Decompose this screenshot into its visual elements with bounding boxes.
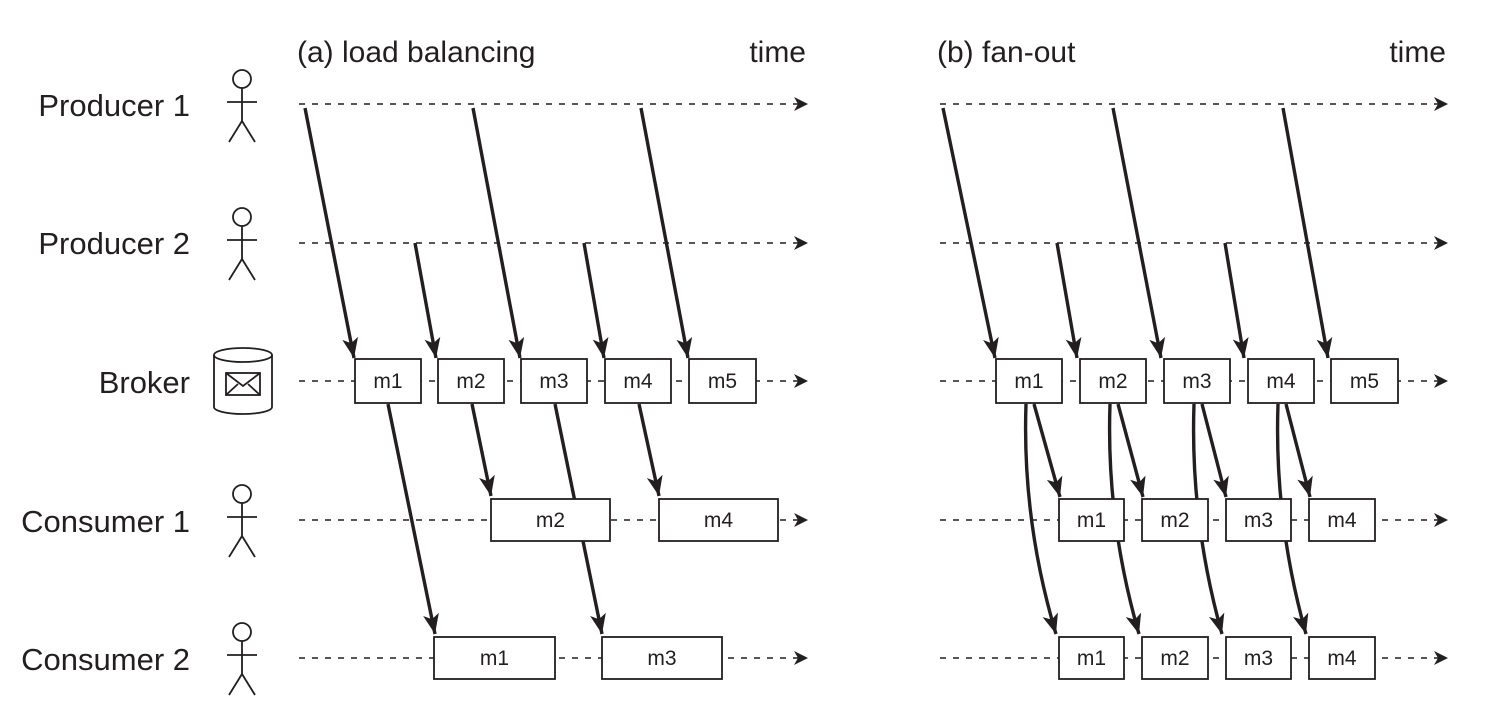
- time-label: time: [1389, 36, 1446, 69]
- row-label-broker: Broker: [99, 365, 190, 400]
- delivery-arrow: [1281, 107, 1333, 359]
- panel-title-load-balancing: (a) load balancing: [297, 36, 536, 69]
- timeline-arrowhead: [1434, 651, 1448, 665]
- message-label: m4: [1327, 509, 1356, 532]
- message-box: [1308, 636, 1376, 680]
- message-store-icon: [213, 347, 273, 415]
- delivery-arrow: [1032, 403, 1063, 498]
- message-box: [995, 358, 1063, 404]
- row-label-producer1: Producer 1: [38, 88, 190, 123]
- message-label: m5: [1350, 370, 1379, 393]
- message-box: [437, 358, 505, 404]
- message-box: [1247, 358, 1315, 404]
- message-label: m1: [1077, 647, 1106, 670]
- delivery-arrow: [1055, 242, 1082, 359]
- message-box: [1141, 498, 1209, 542]
- message-label: m4: [704, 509, 733, 532]
- message-box: [354, 358, 422, 404]
- delivery-arrow: [1116, 403, 1146, 498]
- delivery-arrow: [582, 242, 609, 359]
- person-icon: [227, 622, 257, 696]
- message-box: [1225, 636, 1292, 680]
- delivery-arrow: [1223, 242, 1249, 359]
- panel-title-fan-out: (b) fan-out: [937, 36, 1076, 69]
- message-label: m2: [456, 370, 485, 393]
- message-box: [490, 498, 611, 542]
- message-box: [1141, 636, 1209, 680]
- message-label: m1: [1077, 509, 1106, 532]
- message-label: m1: [373, 370, 402, 393]
- delivery-arrow: [1284, 403, 1313, 498]
- message-label: m2: [1098, 370, 1127, 393]
- delivery-arrow: [303, 107, 359, 359]
- person-icon: [227, 207, 257, 281]
- message-label: m1: [1014, 370, 1043, 393]
- timeline-arrowhead: [794, 97, 808, 111]
- timeline-arrowhead: [1434, 513, 1448, 527]
- message-label: m4: [1266, 370, 1295, 393]
- row-label-producer2: Producer 2: [38, 226, 190, 261]
- message-box: [1058, 498, 1125, 542]
- message-box: [520, 358, 588, 404]
- message-box: [1058, 636, 1125, 680]
- row-label-consumer2: Consumer 2: [21, 642, 190, 677]
- timeline-arrowhead: [1434, 236, 1448, 250]
- delivery-arrow: [413, 242, 441, 359]
- delivery-arrow: [639, 107, 693, 359]
- message-box: [601, 636, 723, 680]
- message-box: [1163, 358, 1231, 404]
- timeline-arrowhead: [794, 513, 808, 527]
- message-label: m2: [1160, 509, 1189, 532]
- message-box: [1079, 358, 1147, 404]
- delivery-arrow: [941, 107, 999, 359]
- message-box: [1225, 498, 1292, 542]
- delivery-arrow: [1111, 107, 1166, 359]
- person-icon: [227, 69, 257, 143]
- row-label-consumer1: Consumer 1: [21, 504, 190, 539]
- message-label: m4: [623, 370, 652, 393]
- delivery-arrow: [386, 403, 439, 635]
- message-label: m2: [536, 509, 565, 532]
- delivery-arrow: [1023, 403, 1058, 635]
- person-icon: [227, 484, 257, 558]
- message-box: [604, 358, 672, 404]
- message-label: m3: [647, 647, 676, 670]
- message-label: m5: [708, 370, 737, 393]
- message-box: [433, 636, 556, 680]
- time-label: time: [749, 36, 806, 69]
- delivery-arrow: [637, 403, 663, 497]
- message-label: m1: [480, 647, 509, 670]
- timeline-arrowhead: [1434, 97, 1448, 111]
- message-label: m3: [1244, 509, 1273, 532]
- message-label: m2: [1160, 647, 1189, 670]
- timeline-arrowhead: [794, 236, 808, 250]
- message-box: [1330, 358, 1399, 404]
- timeline-arrowhead: [794, 374, 808, 388]
- timeline-arrowhead: [1434, 374, 1448, 388]
- message-label: m3: [1244, 647, 1273, 670]
- delivery-arrow: [470, 403, 495, 497]
- message-box: [688, 358, 757, 404]
- timeline-arrowhead: [794, 651, 808, 665]
- delivery-arrow: [471, 107, 525, 359]
- message-box: [658, 498, 779, 542]
- message-label: m3: [539, 370, 568, 393]
- message-label: m4: [1327, 647, 1356, 670]
- message-label: m3: [1182, 370, 1211, 393]
- message-box: [1308, 498, 1376, 542]
- delivery-arrow: [1200, 403, 1229, 498]
